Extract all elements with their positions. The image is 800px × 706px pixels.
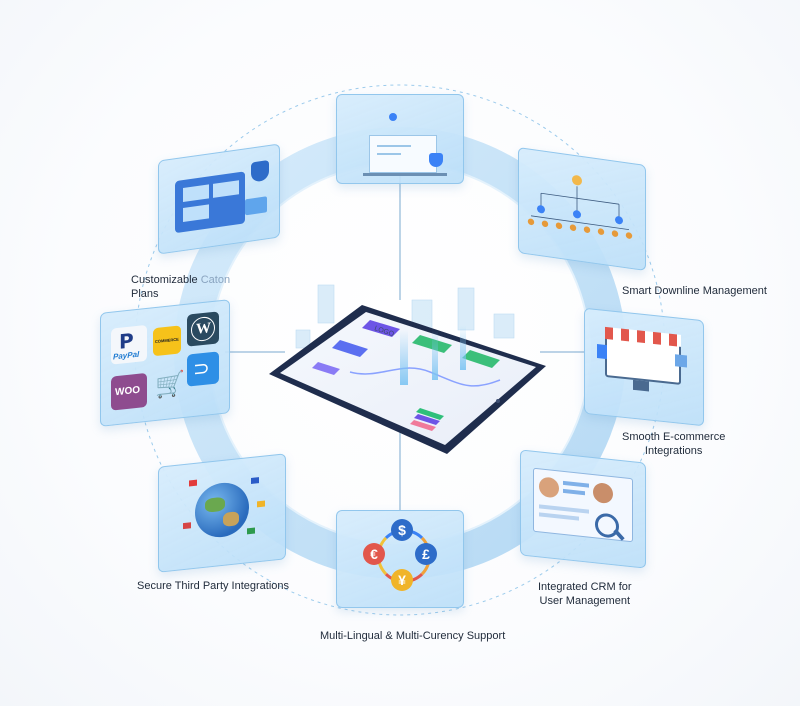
yen-icon: ¥ bbox=[391, 569, 413, 591]
card-currency: $ € £ ¥ bbox=[336, 510, 464, 608]
flag-icon bbox=[247, 527, 255, 535]
flag-icon bbox=[189, 479, 197, 487]
cart-icon: 🛒 bbox=[155, 368, 185, 401]
tablet bbox=[269, 305, 546, 454]
card-globe bbox=[158, 453, 286, 573]
dollar-icon: $ bbox=[391, 519, 413, 541]
shield-icon bbox=[251, 159, 269, 183]
store-icon: ⊃ bbox=[187, 351, 219, 387]
shield-icon bbox=[429, 153, 443, 167]
commerce-logo: COMMERCE bbox=[153, 325, 181, 357]
pound-icon: £ bbox=[415, 543, 437, 565]
flag-icon bbox=[183, 522, 191, 530]
globe-icon bbox=[195, 480, 249, 540]
flag-icon bbox=[251, 477, 259, 484]
label-smart-downline: Smart Downline Management bbox=[622, 285, 767, 297]
card-top-dashboard bbox=[336, 94, 464, 184]
card-ecommerce-logos: P PayPal COMMERCE W WOO 🛒 ⊃ bbox=[100, 299, 230, 427]
label-crm: Integrated CRM for User Management bbox=[538, 581, 632, 607]
card-downline bbox=[518, 147, 646, 271]
card-icon bbox=[245, 196, 267, 216]
dot-icon bbox=[389, 113, 397, 121]
label-multi-currency: Multi-Lingual & Multi-Curency Support bbox=[320, 630, 506, 642]
wordpress-logo: W bbox=[187, 311, 219, 347]
label-customizable-plans: Customizable Caton Plans bbox=[131, 274, 231, 300]
euro-icon: € bbox=[363, 543, 385, 565]
woo-logo: WOO bbox=[111, 372, 147, 411]
card-ecommerce-shop bbox=[584, 307, 704, 427]
floating-panels bbox=[295, 284, 515, 349]
label-ecommerce-integrations: Smooth E-commerce Integrations bbox=[622, 431, 726, 457]
flag-icon bbox=[257, 500, 265, 508]
label-third-party: Secure Third Party Integrations bbox=[137, 580, 290, 592]
org-tree-icon bbox=[527, 175, 633, 239]
paypal-logo: P PayPal bbox=[111, 324, 147, 365]
card-plans bbox=[158, 143, 280, 255]
card-crm bbox=[520, 449, 646, 569]
